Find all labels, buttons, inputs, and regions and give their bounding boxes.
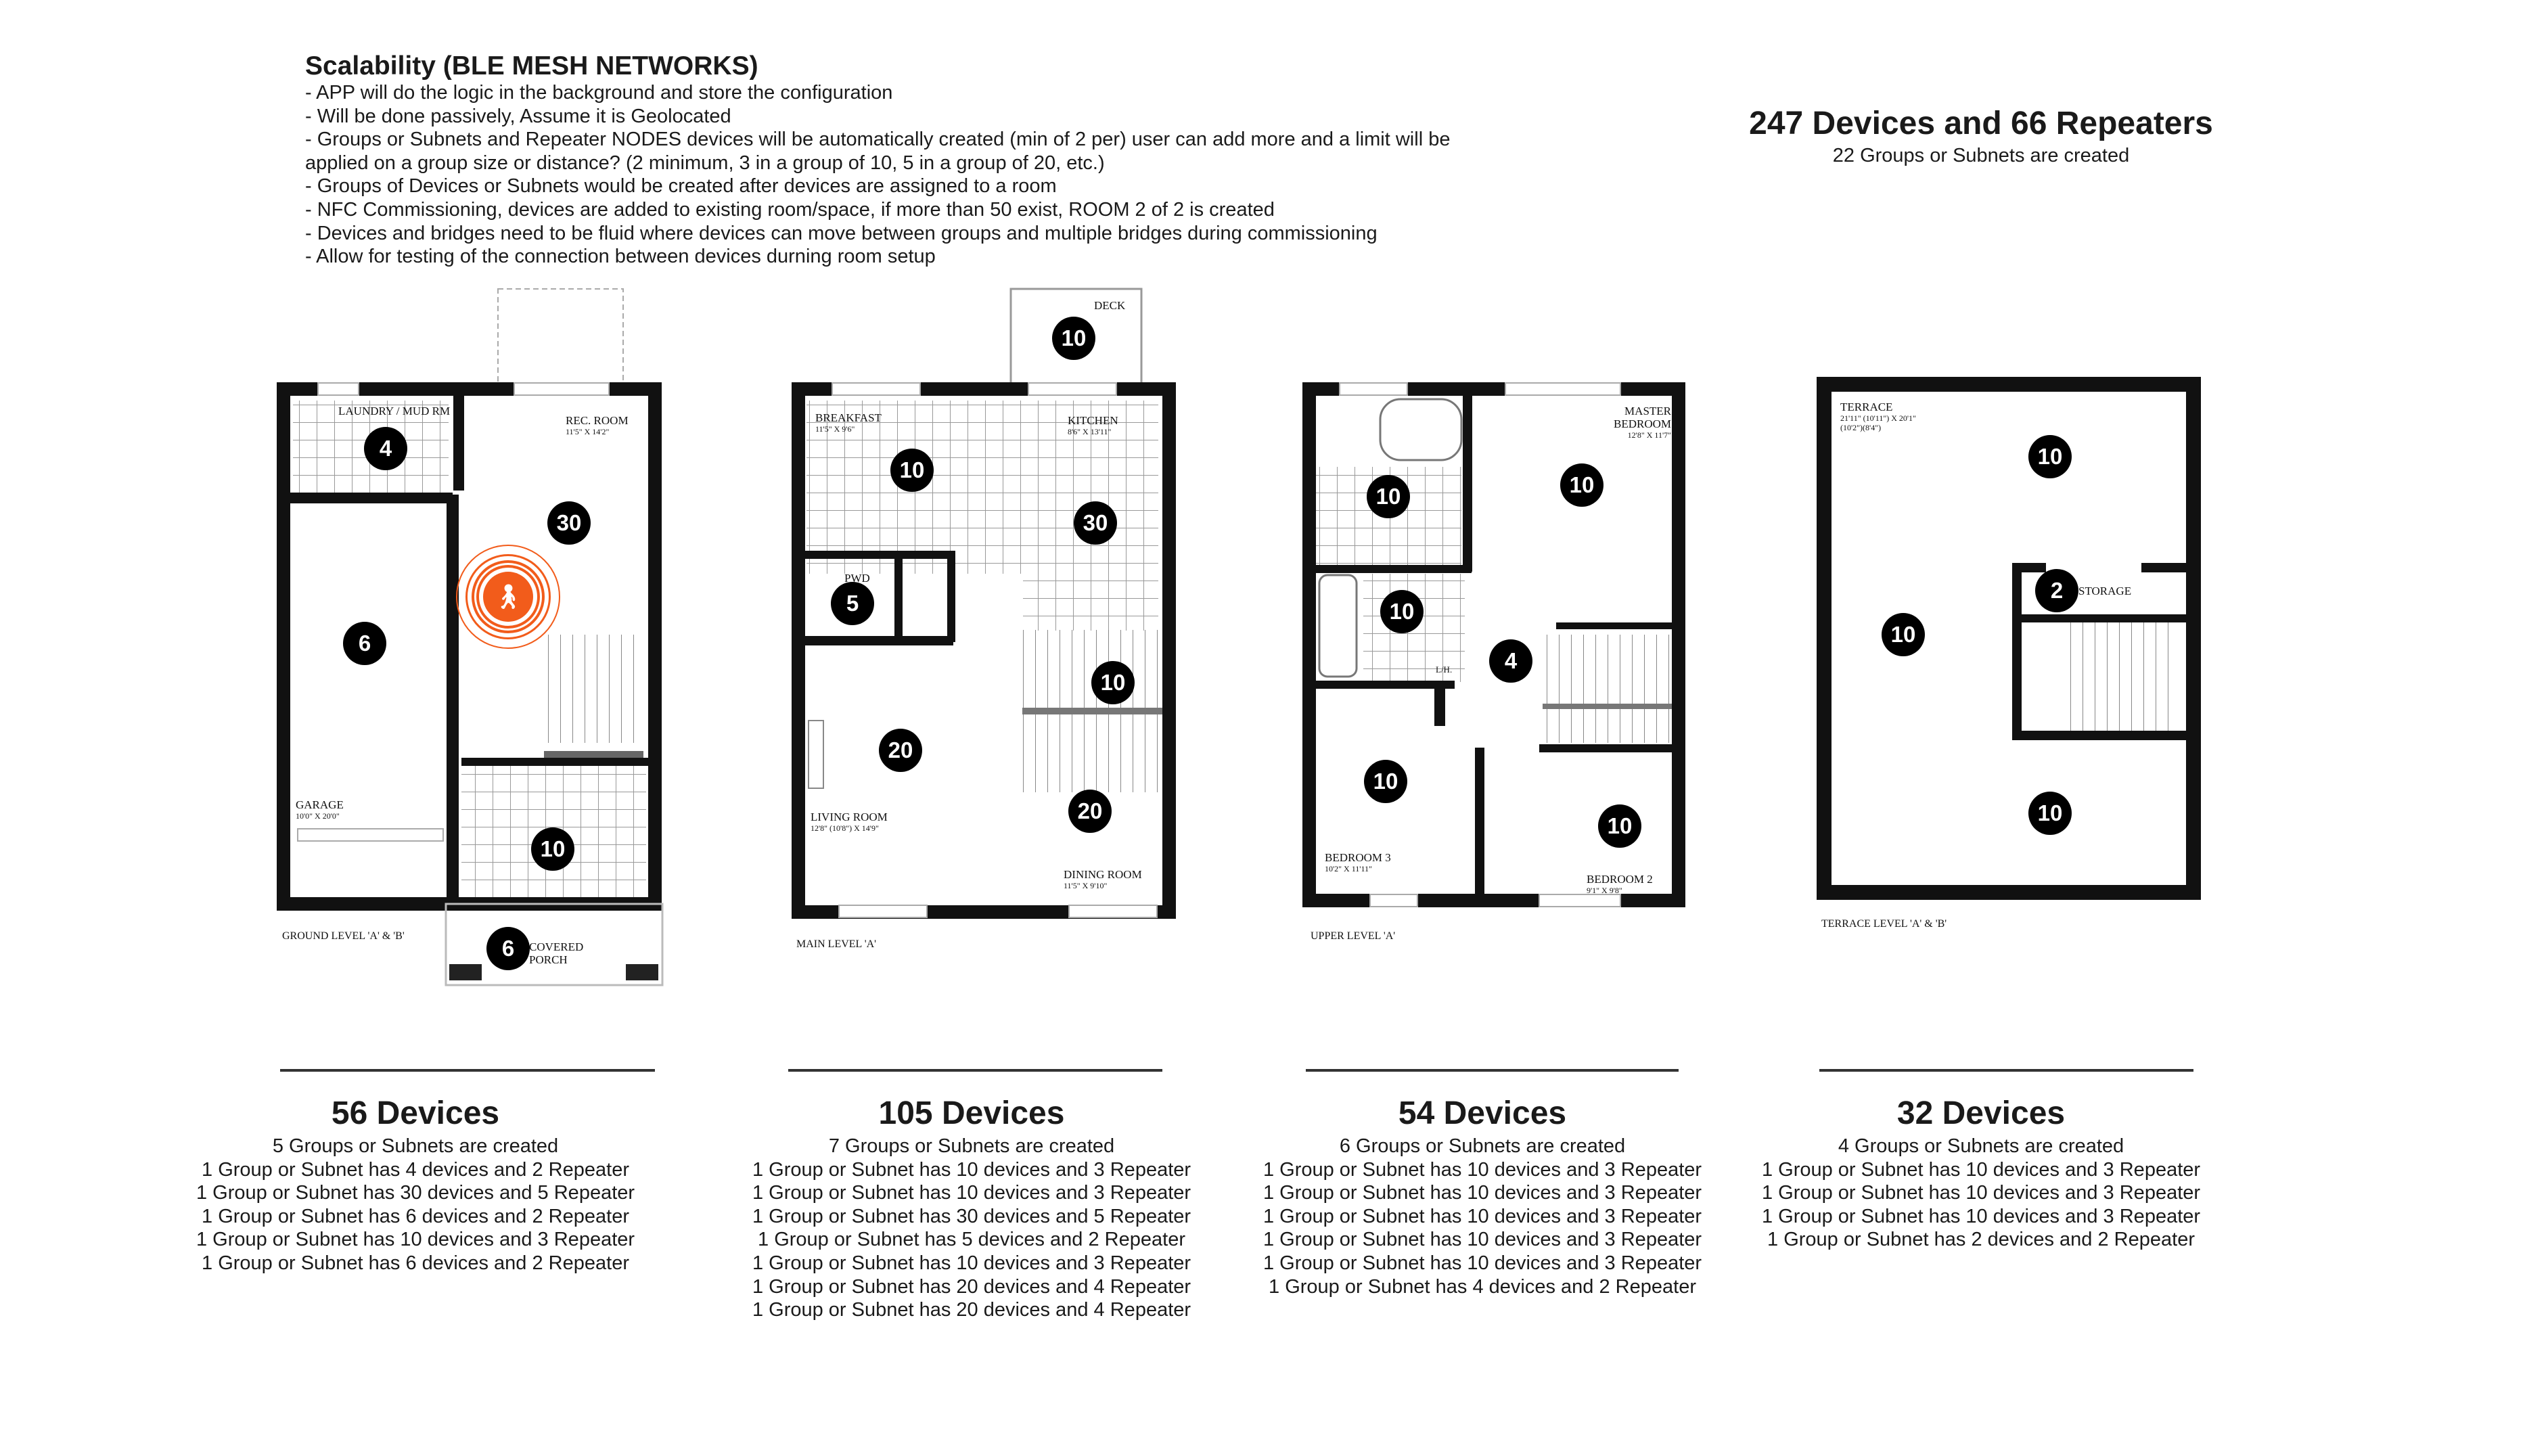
group-detail: 1 Group or Subnet has 30 devices and 5 R… <box>752 1205 1191 1227</box>
group-count: 7 Groups or Subnets are created <box>828 1135 1115 1157</box>
device-count-badge[interactable]: 10 <box>2028 435 2072 478</box>
group-detail: 1 Group or Subnet has 10 devices and 3 R… <box>1761 1205 2201 1227</box>
group-detail: 1 Group or Subnet has 2 devices and 2 Re… <box>1767 1229 2195 1251</box>
level-label-upper: UPPER LEVEL 'A' <box>1311 930 1396 942</box>
requirement-bullet: - Will be done passively, Assume it is G… <box>305 106 731 127</box>
device-count-badge[interactable]: 6 <box>486 927 530 970</box>
divider <box>1819 1069 2193 1072</box>
device-count-badge[interactable]: 30 <box>1074 501 1117 545</box>
group-detail: 1 Group or Subnet has 10 devices and 3 R… <box>1262 1182 1702 1204</box>
device-count-badge[interactable]: 4 <box>1489 639 1532 683</box>
room-label-storage: STORAGE <box>2078 585 2132 597</box>
device-count-badge[interactable]: 10 <box>890 449 934 492</box>
level-label-ground: GROUND LEVEL 'A' & 'B' <box>282 930 405 942</box>
group-detail: 1 Group or Subnet has 10 devices and 3 R… <box>196 1229 635 1251</box>
device-count-badge[interactable]: 5 <box>831 582 874 625</box>
device-count-badge[interactable]: 10 <box>1052 317 1095 360</box>
total-summary-title: 247 Devices and 66 Repeaters <box>1749 106 2213 141</box>
device-total: 54 Devices <box>1398 1095 1567 1131</box>
room-label-deck: DECK <box>1094 299 1126 312</box>
group-count: 4 Groups or Subnets are created <box>1838 1135 2124 1157</box>
device-total: 56 Devices <box>331 1095 500 1131</box>
device-count-badge[interactable]: 10 <box>1598 804 1641 848</box>
group-detail: 1 Group or Subnet has 6 devices and 2 Re… <box>202 1252 629 1274</box>
group-detail: 1 Group or Subnet has 10 devices and 3 R… <box>1761 1158 2201 1181</box>
room-label-laundry: LAUNDRY / MUD RM <box>338 405 451 417</box>
level-label-main: MAIN LEVEL 'A' <box>796 938 877 950</box>
device-count-badge[interactable]: 10 <box>1364 760 1407 803</box>
device-count-badge[interactable]: 10 <box>531 827 574 871</box>
summary-main-level: 105 Devices 7 Groups or Subnets are crea… <box>752 1093 1191 1322</box>
group-detail: 1 Group or Subnet has 10 devices and 3 R… <box>1761 1182 2201 1204</box>
divider <box>280 1069 655 1072</box>
requirement-bullet: - NFC Commissioning, devices are added t… <box>305 199 1275 221</box>
device-count-badge[interactable]: 10 <box>2028 792 2072 835</box>
group-detail: 1 Group or Subnet has 10 devices and 3 R… <box>1262 1158 1702 1181</box>
summary-terrace-level: 32 Devices 4 Groups or Subnets are creat… <box>1762 1093 2200 1252</box>
group-detail: 1 Group or Subnet has 30 devices and 5 R… <box>196 1182 635 1204</box>
plan-upper-level <box>1302 382 1685 907</box>
device-count-badge[interactable]: 20 <box>1068 790 1112 833</box>
room-label-pwd: PWD <box>844 572 870 585</box>
group-detail: 1 Group or Subnet has 6 devices and 2 Re… <box>202 1205 629 1227</box>
requirement-bullet: - Devices and bridges need to be fluid w… <box>305 223 1378 244</box>
device-count-badge[interactable]: 10 <box>1380 590 1424 633</box>
device-count-badge[interactable]: 10 <box>1091 661 1135 704</box>
device-total: 32 Devices <box>1896 1095 2066 1131</box>
group-detail: 1 Group or Subnet has 10 devices and 3 R… <box>1262 1229 1702 1251</box>
requirement-bullet: - Groups of Devices or Subnets would be … <box>305 175 1057 197</box>
group-detail: 1 Group or Subnet has 10 devices and 3 R… <box>752 1252 1191 1274</box>
page-title: Scalability (BLE MESH NETWORKS) <box>305 51 758 81</box>
device-total: 105 Devices <box>878 1095 1065 1131</box>
group-detail: 1 Group or Subnet has 4 devices and 2 Re… <box>202 1158 629 1181</box>
device-count-badge[interactable]: 30 <box>547 501 591 545</box>
total-summary-subtitle: 22 Groups or Subnets are created <box>1832 145 2130 166</box>
summary-upper-level: 54 Devices 6 Groups or Subnets are creat… <box>1263 1093 1702 1298</box>
device-count-badge[interactable]: 10 <box>1882 613 1925 656</box>
requirement-bullet: applied on a group size or distance? (2 … <box>305 152 1105 174</box>
group-detail: 1 Group or Subnet has 10 devices and 3 R… <box>1262 1205 1702 1227</box>
group-detail: 1 Group or Subnet has 10 devices and 3 R… <box>1262 1252 1702 1274</box>
device-count-badge[interactable]: 4 <box>364 427 407 470</box>
device-count-badge[interactable]: 20 <box>879 729 922 772</box>
plan-ground-level <box>277 288 664 986</box>
group-detail: 1 Group or Subnet has 20 devices and 4 R… <box>752 1275 1191 1298</box>
person-walking-icon: 🚶︎ <box>483 572 533 622</box>
device-count-badge[interactable]: 2 <box>2035 569 2078 612</box>
group-detail: 1 Group or Subnet has 10 devices and 3 R… <box>752 1158 1191 1181</box>
divider <box>1306 1069 1679 1072</box>
room-label-covered-porch: COVERED PORCH <box>529 940 584 966</box>
divider <box>788 1069 1162 1072</box>
device-count-badge[interactable]: 6 <box>343 622 386 665</box>
group-detail: 1 Group or Subnet has 10 devices and 3 R… <box>752 1182 1191 1204</box>
group-detail: 1 Group or Subnet has 4 devices and 2 Re… <box>1269 1275 1696 1298</box>
requirement-bullet: - APP will do the logic in the backgroun… <box>305 82 893 104</box>
group-count: 6 Groups or Subnets are created <box>1339 1135 1626 1157</box>
summary-ground-level: 56 Devices 5 Groups or Subnets are creat… <box>196 1093 635 1275</box>
requirement-bullet: - Allow for testing of the connection be… <box>305 246 936 267</box>
group-detail: 1 Group or Subnet has 5 devices and 2 Re… <box>758 1229 1185 1251</box>
group-count: 5 Groups or Subnets are created <box>272 1135 559 1157</box>
room-label-linen: L/H. <box>1436 664 1453 675</box>
device-count-badge[interactable]: 10 <box>1560 463 1603 507</box>
group-detail: 1 Group or Subnet has 20 devices and 4 R… <box>752 1299 1191 1321</box>
plan-terrace-level <box>1817 377 2201 900</box>
requirement-bullet: - Groups or Subnets and Repeater NODES d… <box>305 129 1451 150</box>
level-label-terrace: TERRACE LEVEL 'A' & 'B' <box>1821 918 1947 930</box>
device-count-badge[interactable]: 10 <box>1367 475 1410 518</box>
